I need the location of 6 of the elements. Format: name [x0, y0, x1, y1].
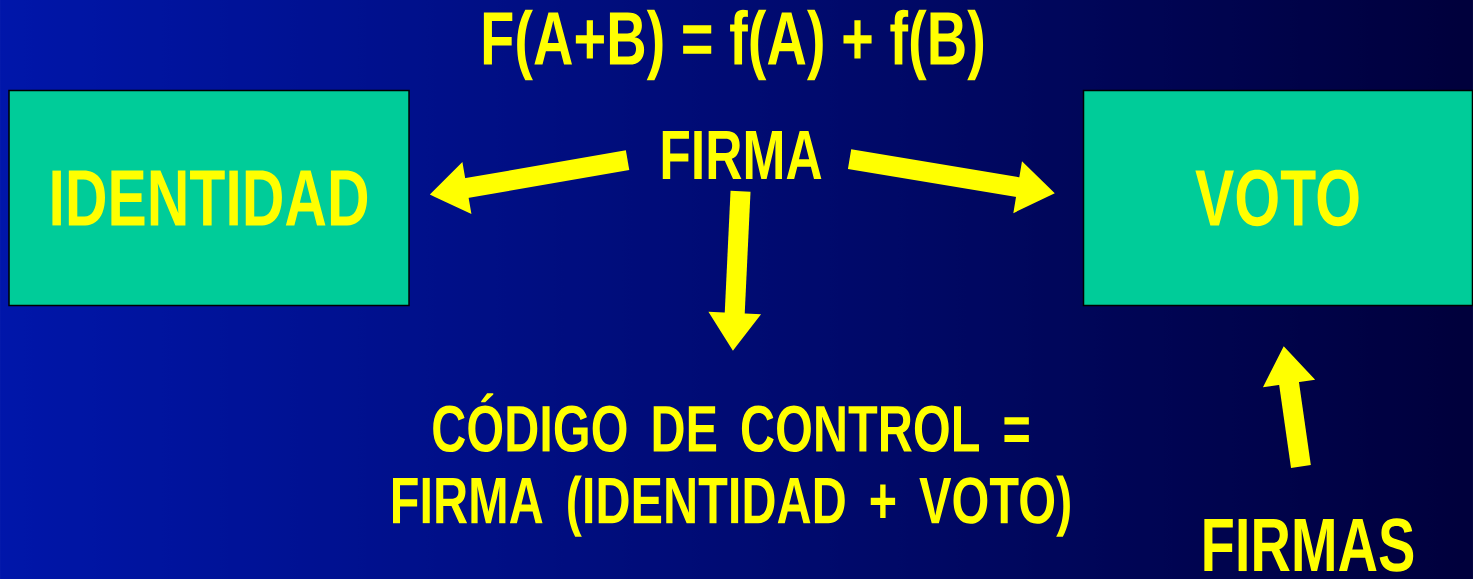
control-code-text: CÓDIGO DE CONTROL = FIRMA (IDENTIDAD + VOTO) [393, 393, 1070, 537]
title: F(A+B) = f(A) + f(B) [483, 9, 984, 81]
signature-text: FIRMA [662, 131, 822, 179]
identity-box: IDENTIDAD [8, 89, 410, 307]
vote-box: VOTO [1082, 89, 1473, 307]
signatures-text: FIRMAS [1204, 518, 1414, 572]
